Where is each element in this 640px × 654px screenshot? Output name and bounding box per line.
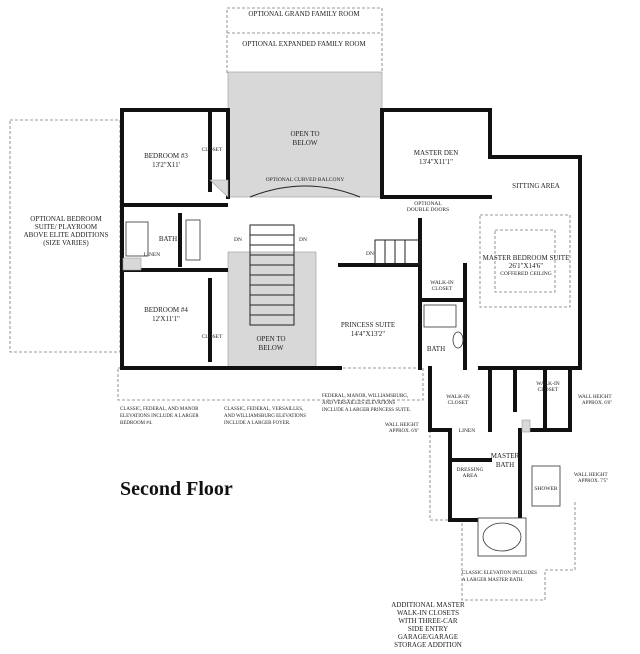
wall-height-3-line2: APPROX. 7'5" [578, 479, 608, 484]
open-below-top-line1: OPEN TO [290, 130, 319, 138]
master-den-dims: 13'4"X11'1" [419, 158, 453, 166]
princess-bathtub-icon [423, 304, 457, 328]
walkin-closet-right-line1: WALK-IN [536, 381, 560, 387]
linen-closet-fill [122, 257, 142, 271]
master-linen-label: LINEN [459, 428, 476, 434]
garage-closets-outline [429, 430, 576, 601]
option-bedroom-suite-line3: ABOVE ELITE ADDITIONS [24, 231, 109, 239]
coffered-ceiling-inner [494, 229, 556, 293]
note-foyer-line2: AND WILLIAMSBURG ELEVATIONS [224, 414, 306, 419]
note-foyer-line1: CLASSIC, FEDERAL, VERSAILLES, [224, 407, 303, 412]
note-bedroom4-line2: ELEVATIONS INCLUDE A LARGER [120, 414, 199, 419]
wall-height-3-line1: WALL HEIGHT [574, 473, 608, 478]
shower-icon [531, 465, 561, 507]
dn-label-left: DN [234, 237, 242, 243]
master-tub-basin-icon [482, 522, 522, 552]
note-princess-line2: AND VERSAILLES ELEVATIONS [322, 401, 395, 406]
note-bedroom4-line1: CLASSIC, FEDERAL, AND MANOR [120, 407, 199, 412]
note-closets-line2: WALK-IN CLOSETS [397, 609, 459, 617]
walkin-closet-princess-line2: CLOSET [432, 286, 453, 292]
note-bedroom4-line3: BEDROOM #4. [120, 421, 153, 426]
open-to-below-stair-area [227, 251, 317, 369]
option-bedroom-suite-line2: SUITE/ PLAYROOM [35, 223, 98, 231]
curved-balcony-line [249, 185, 361, 198]
dn-label-rear: DN [366, 251, 374, 257]
bedroom4-name: BEDROOM #4 [144, 306, 188, 314]
dressing-area-line2: AREA [463, 473, 478, 479]
note-closets-line6: STORAGE ADDITION [394, 641, 462, 649]
princess-suite-dims: 14'4"X13'2" [351, 330, 385, 338]
note-princess-line1: FEDERAL, MANOR, WILLIAMSBURG, [322, 394, 408, 399]
option-grand-family-room: OPTIONAL GRAND FAMILY ROOM [248, 10, 360, 18]
bedroom3-closet-label: CLOSET [202, 147, 223, 153]
open-below-stair-line1: OPEN TO [256, 335, 285, 343]
master-bath-line2: BATH [496, 461, 514, 469]
master-suite-note: COFFERED CEILING [500, 271, 552, 277]
note-princess-line3: INCLUDE A LARGER PRINCESS SUITE. [322, 408, 411, 413]
wall-height-1-line1: WALL HEIGHT [578, 395, 612, 400]
note-master-bath-line1: CLASSIC ELEVATION INCLUDES [462, 571, 537, 576]
wall-height-1-line2: APPROX. 6'6" [582, 401, 612, 406]
master-linen-fill [521, 419, 531, 433]
double-vanity-icon [185, 219, 201, 261]
sitting-area-label: SITTING AREA [512, 182, 560, 190]
bath-label: BATH [159, 235, 177, 243]
dressing-area-line1: DRESSING [457, 467, 484, 473]
master-suite-dims: 26'1"X14'6" [509, 262, 543, 270]
walkin-closet-left-line1: WALK-IN [446, 394, 470, 400]
note-master-bath-line2: A LARGER MASTER BATH. [462, 578, 524, 583]
master-bath-line1: MASTER [491, 452, 520, 460]
open-below-top-line2: BELOW [293, 139, 318, 147]
bedroom4-closet-label: CLOSET [202, 334, 223, 340]
master-suite-name: MASTER BEDROOM SUITE [483, 254, 570, 262]
princess-bath-label: BATH [427, 345, 445, 353]
bedroom3-closet-corner [209, 179, 229, 198]
curved-balcony-label: OPTIONAL CURVED BALCONY [266, 177, 345, 183]
master-den-name: MASTER DEN [414, 149, 459, 157]
bathtub-icon [125, 221, 149, 257]
option-expanded-family-room: OPTIONAL EXPANDED FAMILY ROOM [242, 40, 366, 48]
linen-label: LINEN [144, 252, 161, 258]
rear-staircase [374, 239, 421, 265]
wall-height-2-line2: APPROX. 6'6" [389, 429, 419, 434]
bedroom3-dims: 13'2"X11' [152, 161, 180, 169]
double-doors-line1: OPTIONAL [414, 201, 442, 207]
toilet-icon [452, 331, 464, 349]
bedroom3-name: BEDROOM #3 [144, 152, 188, 160]
note-closets-line3: WITH THREE-CAR [398, 617, 457, 625]
princess-suite-name: PRINCESS SUITE [341, 321, 395, 329]
wall-height-2-line1: WALL HEIGHT [385, 423, 419, 428]
walkin-closet-left-line2: CLOSET [448, 400, 469, 406]
floor-title: Second Floor [120, 478, 233, 500]
double-doors-line2: DOUBLE DOORS [407, 207, 449, 213]
walkin-closet-right-line2: CLOSET [538, 387, 559, 393]
option-bedroom-suite-line4: (SIZE VARIES) [43, 239, 89, 247]
note-foyer-line3: INCLUDE A LARGER FOYER. [224, 421, 290, 426]
note-closets-line4: SIDE ENTRY [408, 625, 448, 633]
walkin-closet-princess-line1: WALK-IN [430, 280, 454, 286]
option-bedroom-suite-line1: OPTIONAL BEDROOM [30, 215, 102, 223]
coffered-ceiling-outer [479, 214, 571, 308]
open-to-below-top-area [227, 71, 383, 198]
open-below-stair-line2: BELOW [259, 344, 284, 352]
shower-label: SHOWER [534, 486, 558, 492]
walls [120, 108, 582, 522]
note-closets-line1: ADDITIONAL MASTER [391, 601, 465, 609]
dn-label-right: DN [299, 237, 307, 243]
note-closets-line5: GARAGE/GARAGE [398, 633, 458, 641]
bedroom4-dims: 12'X11'1" [152, 315, 180, 323]
main-staircase [249, 224, 295, 326]
